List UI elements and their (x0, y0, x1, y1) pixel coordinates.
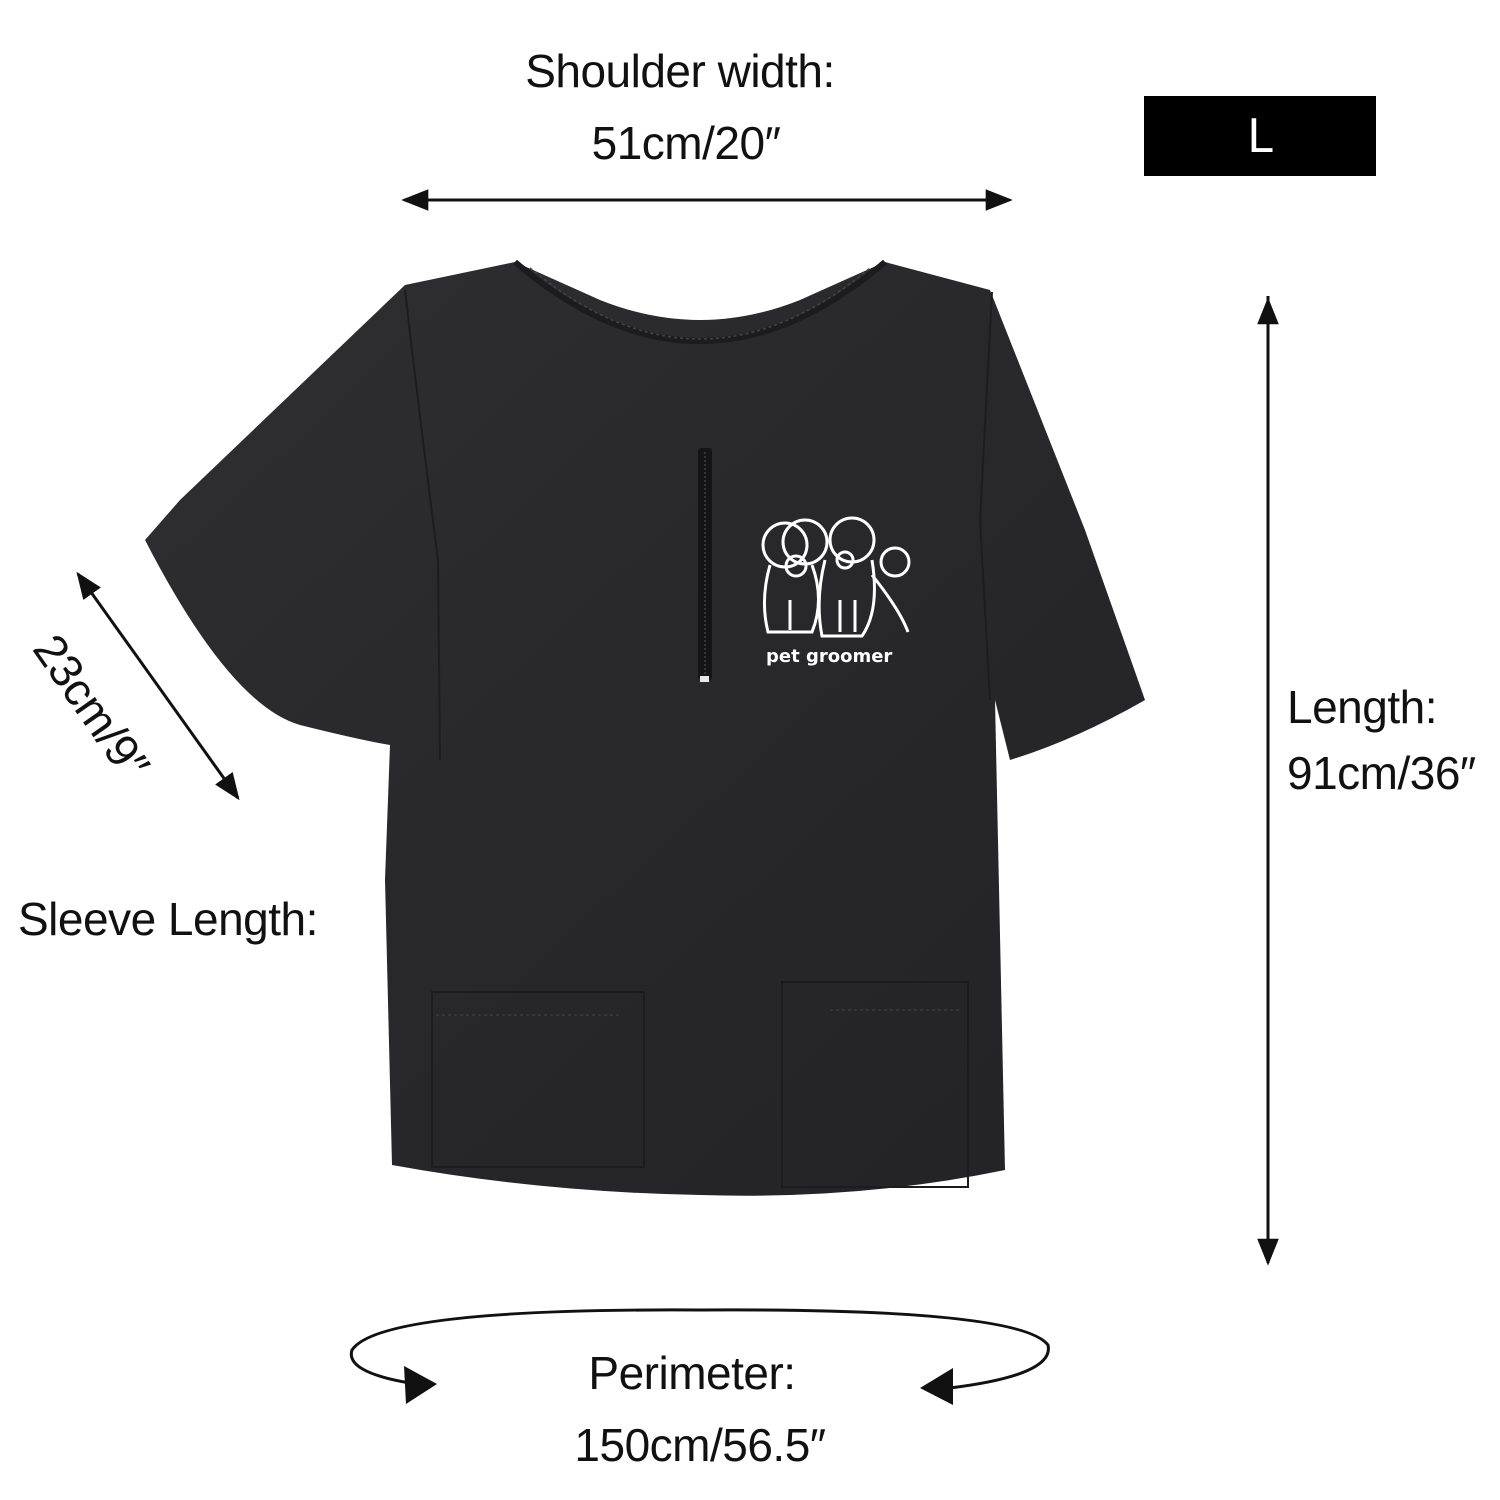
sleeve-length-arrow (76, 571, 240, 801)
perimeter-value: 150cm/56.5″ (574, 1419, 826, 1471)
left-pocket (431, 991, 645, 1168)
length-value: 91cm/36″ (1287, 747, 1476, 799)
length-label: Length: (1287, 681, 1437, 733)
size-badge: L (1144, 96, 1376, 176)
perimeter-loop-arrow (349, 1308, 1050, 1405)
shoulder-width-value: 51cm/20″ (591, 117, 781, 169)
print-text: pet groomer (766, 646, 892, 667)
shirt-image (145, 259, 1145, 1196)
pet-groomer-print-icon (761, 516, 911, 638)
shoulder-width-label: Shoulder width: (525, 45, 835, 97)
perimeter-label: Perimeter: (588, 1347, 796, 1399)
size-label: L (1247, 109, 1273, 163)
right-pocket (781, 981, 969, 1188)
sleeve-length-label: Sleeve Length: (18, 893, 318, 945)
